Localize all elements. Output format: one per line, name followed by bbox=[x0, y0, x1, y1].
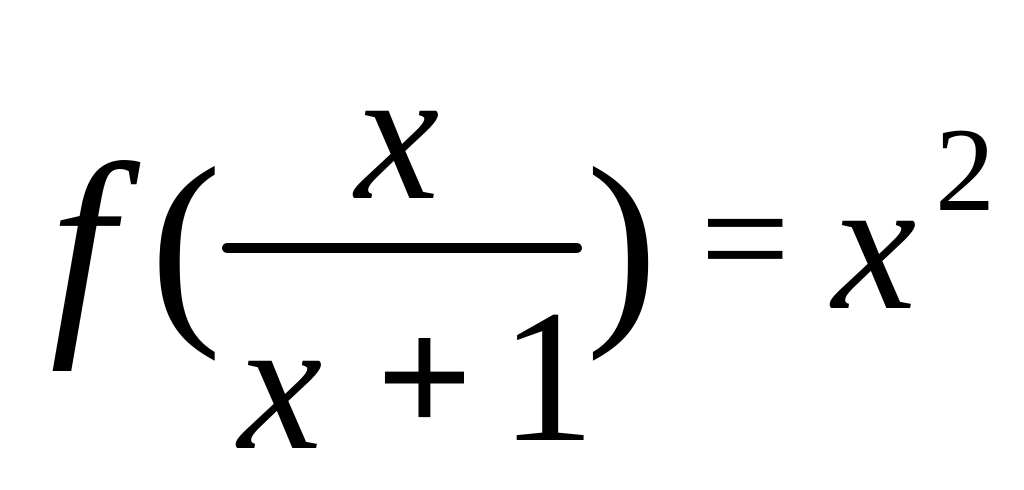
denominator-variable: x bbox=[238, 280, 323, 490]
denominator-constant: 1 bbox=[500, 272, 595, 482]
open-parenthesis: ( bbox=[150, 123, 222, 362]
close-parenthesis: ) bbox=[586, 123, 658, 362]
fraction-numerator: x bbox=[355, 30, 440, 240]
equals-sign: = bbox=[700, 149, 791, 327]
rhs-base: x bbox=[832, 140, 917, 350]
rhs-exponent: 2 bbox=[935, 103, 995, 236]
function-name: f bbox=[50, 117, 114, 372]
denominator-plus-sign: + bbox=[376, 283, 473, 471]
fraction-bar bbox=[222, 243, 582, 253]
